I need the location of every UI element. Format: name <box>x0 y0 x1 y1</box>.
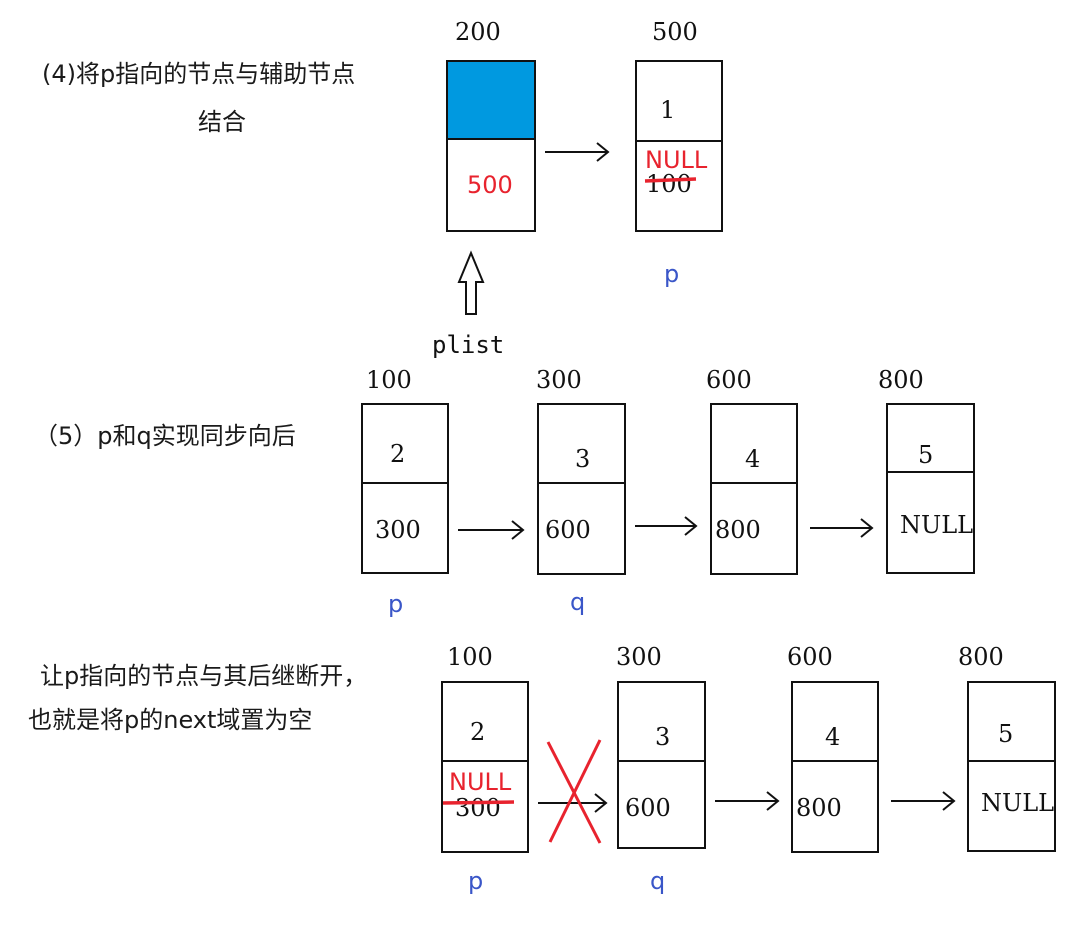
s5-node-3-data: 4 <box>745 445 761 473</box>
section5-caption: （5）p和q实现同步向后 <box>34 422 296 450</box>
node-500-new-next-value: NULL <box>645 146 708 174</box>
arrow-s5-1-to-2 <box>458 520 525 540</box>
s6-node-3-address: 600 <box>787 643 833 671</box>
s5-node-1-next: 300 <box>375 516 421 544</box>
node-500-divider <box>637 140 721 142</box>
arrow-200-to-500 <box>545 142 610 162</box>
s6-node-3-divider <box>793 760 877 762</box>
node-500-data-value: 1 <box>660 96 676 124</box>
pointer-p-section4: p <box>664 260 680 288</box>
s5-node-4-next: NULL <box>900 511 974 539</box>
s6-node-4-address: 800 <box>958 643 1004 671</box>
section4-caption-line1: (4)将p指向的节点与辅助节点 <box>42 60 356 88</box>
s5-node-4-data: 5 <box>918 441 934 469</box>
s5-node-2-next: 600 <box>545 516 591 544</box>
s5-node-1-address: 100 <box>366 366 412 394</box>
section6-caption-line1: 让p指向的节点与其后继断开， <box>40 662 368 690</box>
arrow-s5-3-to-4 <box>810 518 874 538</box>
s5-node-3-divider <box>712 482 796 484</box>
s6-node-4-next: NULL <box>981 789 1055 817</box>
cross-mark-icon <box>546 739 602 844</box>
s6-node-1-new-next: NULL <box>449 768 512 796</box>
pointer-p-section6: p <box>468 867 484 895</box>
plist-label: plist <box>432 331 505 359</box>
arrow-s5-2-to-3 <box>635 516 698 536</box>
plist-up-arrow <box>457 250 485 315</box>
s6-node-4-data: 5 <box>998 720 1014 748</box>
s6-node-2-data: 3 <box>655 723 671 751</box>
strike-old-next-500 <box>644 177 697 183</box>
s5-node-4 <box>886 403 975 574</box>
s5-node-2-divider <box>539 482 624 484</box>
node-200-data-fill <box>448 62 534 140</box>
strike-old-next-s6 <box>442 800 515 805</box>
pointer-q-section5: q <box>570 588 586 616</box>
node-200-divider <box>448 138 534 140</box>
node-500-address: 500 <box>652 18 698 46</box>
section6-caption-line2: 也就是将p的next域置为空 <box>28 706 313 734</box>
s5-node-3-next: 800 <box>715 516 761 544</box>
s5-node-3-address: 600 <box>706 366 752 394</box>
s6-node-1-old-next: 300 <box>455 794 501 822</box>
s6-node-2-address: 300 <box>616 643 662 671</box>
s6-node-3-next: 800 <box>796 794 842 822</box>
s5-node-4-divider <box>888 471 973 473</box>
s6-node-1 <box>441 681 529 853</box>
s6-node-2 <box>617 681 706 849</box>
pointer-q-section6: q <box>650 867 666 895</box>
node-200 <box>446 60 536 232</box>
s6-node-1-data: 2 <box>470 718 486 746</box>
s6-node-1-address: 100 <box>447 643 493 671</box>
s5-node-2-address: 300 <box>536 366 582 394</box>
s5-node-4-address: 800 <box>878 366 924 394</box>
s6-node-3 <box>791 681 879 853</box>
s5-node-2 <box>537 403 626 575</box>
s6-node-3-data: 4 <box>825 723 841 751</box>
s5-node-2-data: 3 <box>575 445 591 473</box>
s5-node-1 <box>361 403 449 574</box>
s5-node-1-divider <box>363 482 447 484</box>
s6-node-4-divider <box>969 760 1054 762</box>
node-200-next-value: 500 <box>467 171 513 199</box>
s6-node-2-divider <box>619 760 704 762</box>
s6-node-1-divider <box>443 760 527 762</box>
s5-node-1-data: 2 <box>390 440 406 468</box>
arrow-s6-1-to-2-broken <box>538 793 608 813</box>
s5-node-3 <box>710 403 798 575</box>
arrow-s6-2-to-3 <box>715 791 780 811</box>
node-500-old-next-value: 100 <box>646 170 692 198</box>
s6-node-2-next: 600 <box>625 794 671 822</box>
section4-caption-line2: 结合 <box>198 108 246 136</box>
pointer-p-section5: p <box>388 590 404 618</box>
node-500 <box>635 60 723 232</box>
node-200-address: 200 <box>455 18 501 46</box>
s6-node-4 <box>967 681 1056 852</box>
arrow-s6-3-to-4 <box>891 791 956 811</box>
